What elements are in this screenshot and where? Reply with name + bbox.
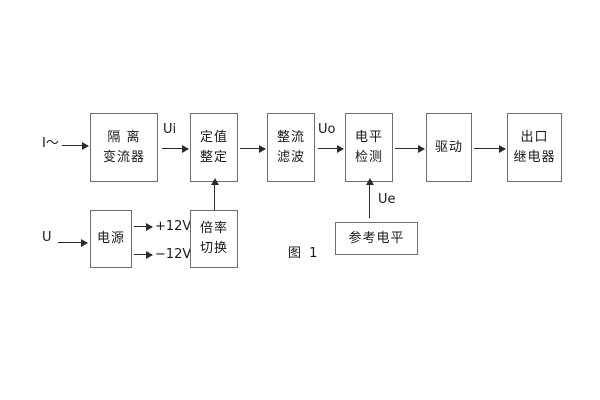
block-rectify-filter-line-2: 滤波 bbox=[276, 149, 305, 165]
block-ratio-switch-line-2: 切换 bbox=[199, 241, 228, 256]
block-power-supply[interactable]: 电源 bbox=[90, 210, 132, 268]
block-level-detect-line-1: 电平 bbox=[354, 129, 383, 145]
arrow-ratio-to-setting bbox=[210, 178, 219, 210]
block-output-relay[interactable]: 出口 继电器 bbox=[507, 113, 562, 182]
signal-label-ue: Ue bbox=[378, 192, 396, 207]
block-output-relay-line-2: 继电器 bbox=[513, 149, 556, 165]
arrow-setting-to-rectify bbox=[240, 144, 266, 153]
block-reference-level[interactable]: 参考电平 bbox=[335, 222, 418, 255]
block-setting-value-line-2: 整定 bbox=[199, 149, 228, 165]
arrow-voltage-to-power bbox=[58, 238, 88, 247]
signal-label-neg12v: −12V bbox=[155, 247, 192, 262]
arrow-power-pos12v bbox=[134, 222, 153, 231]
block-rectify-filter[interactable]: 整流 滤波 bbox=[267, 113, 315, 182]
block-level-detect[interactable]: 电平 检测 bbox=[345, 113, 393, 182]
input-label-voltage: U bbox=[42, 230, 52, 245]
input-label-current: I～ bbox=[42, 136, 59, 151]
block-output-relay-line-1: 出口 bbox=[520, 129, 549, 145]
arrow-isolation-to-setting bbox=[162, 144, 189, 153]
arrow-level-to-drive bbox=[395, 144, 425, 153]
arrow-power-neg12v bbox=[134, 250, 153, 259]
block-reference-level-line-1: 参考电平 bbox=[348, 230, 405, 246]
signal-label-pos12v: +12V bbox=[155, 219, 192, 234]
arrow-current-to-isolation bbox=[62, 141, 89, 150]
block-ratio-switch[interactable]: 倍率 切换 bbox=[190, 210, 238, 268]
block-level-detect-line-2: 检测 bbox=[354, 149, 383, 165]
arrow-rectify-to-level bbox=[318, 144, 344, 153]
block-rectify-filter-line-1: 整流 bbox=[276, 129, 305, 145]
block-isolation-ct-line-2: 变流器 bbox=[102, 149, 145, 165]
signal-label-ui: Ui bbox=[163, 122, 177, 137]
block-isolation-ct[interactable]: 隔 离 变流器 bbox=[90, 113, 158, 182]
block-ratio-switch-line-1: 倍率 bbox=[199, 221, 228, 237]
signal-label-uo: Uo bbox=[318, 122, 336, 137]
block-power-supply-line-1: 电源 bbox=[96, 231, 125, 247]
block-drive-line-1: 驱动 bbox=[434, 139, 463, 155]
block-setting-value[interactable]: 定值 整定 bbox=[190, 113, 238, 182]
block-setting-value-line-1: 定值 bbox=[199, 129, 228, 145]
block-isolation-ct-line-1: 隔 离 bbox=[107, 129, 141, 145]
block-drive[interactable]: 驱动 bbox=[426, 113, 472, 182]
arrow-reference-to-level bbox=[365, 178, 374, 218]
figure-caption: 图 1 bbox=[288, 246, 320, 261]
arrow-drive-to-relay bbox=[474, 144, 506, 153]
